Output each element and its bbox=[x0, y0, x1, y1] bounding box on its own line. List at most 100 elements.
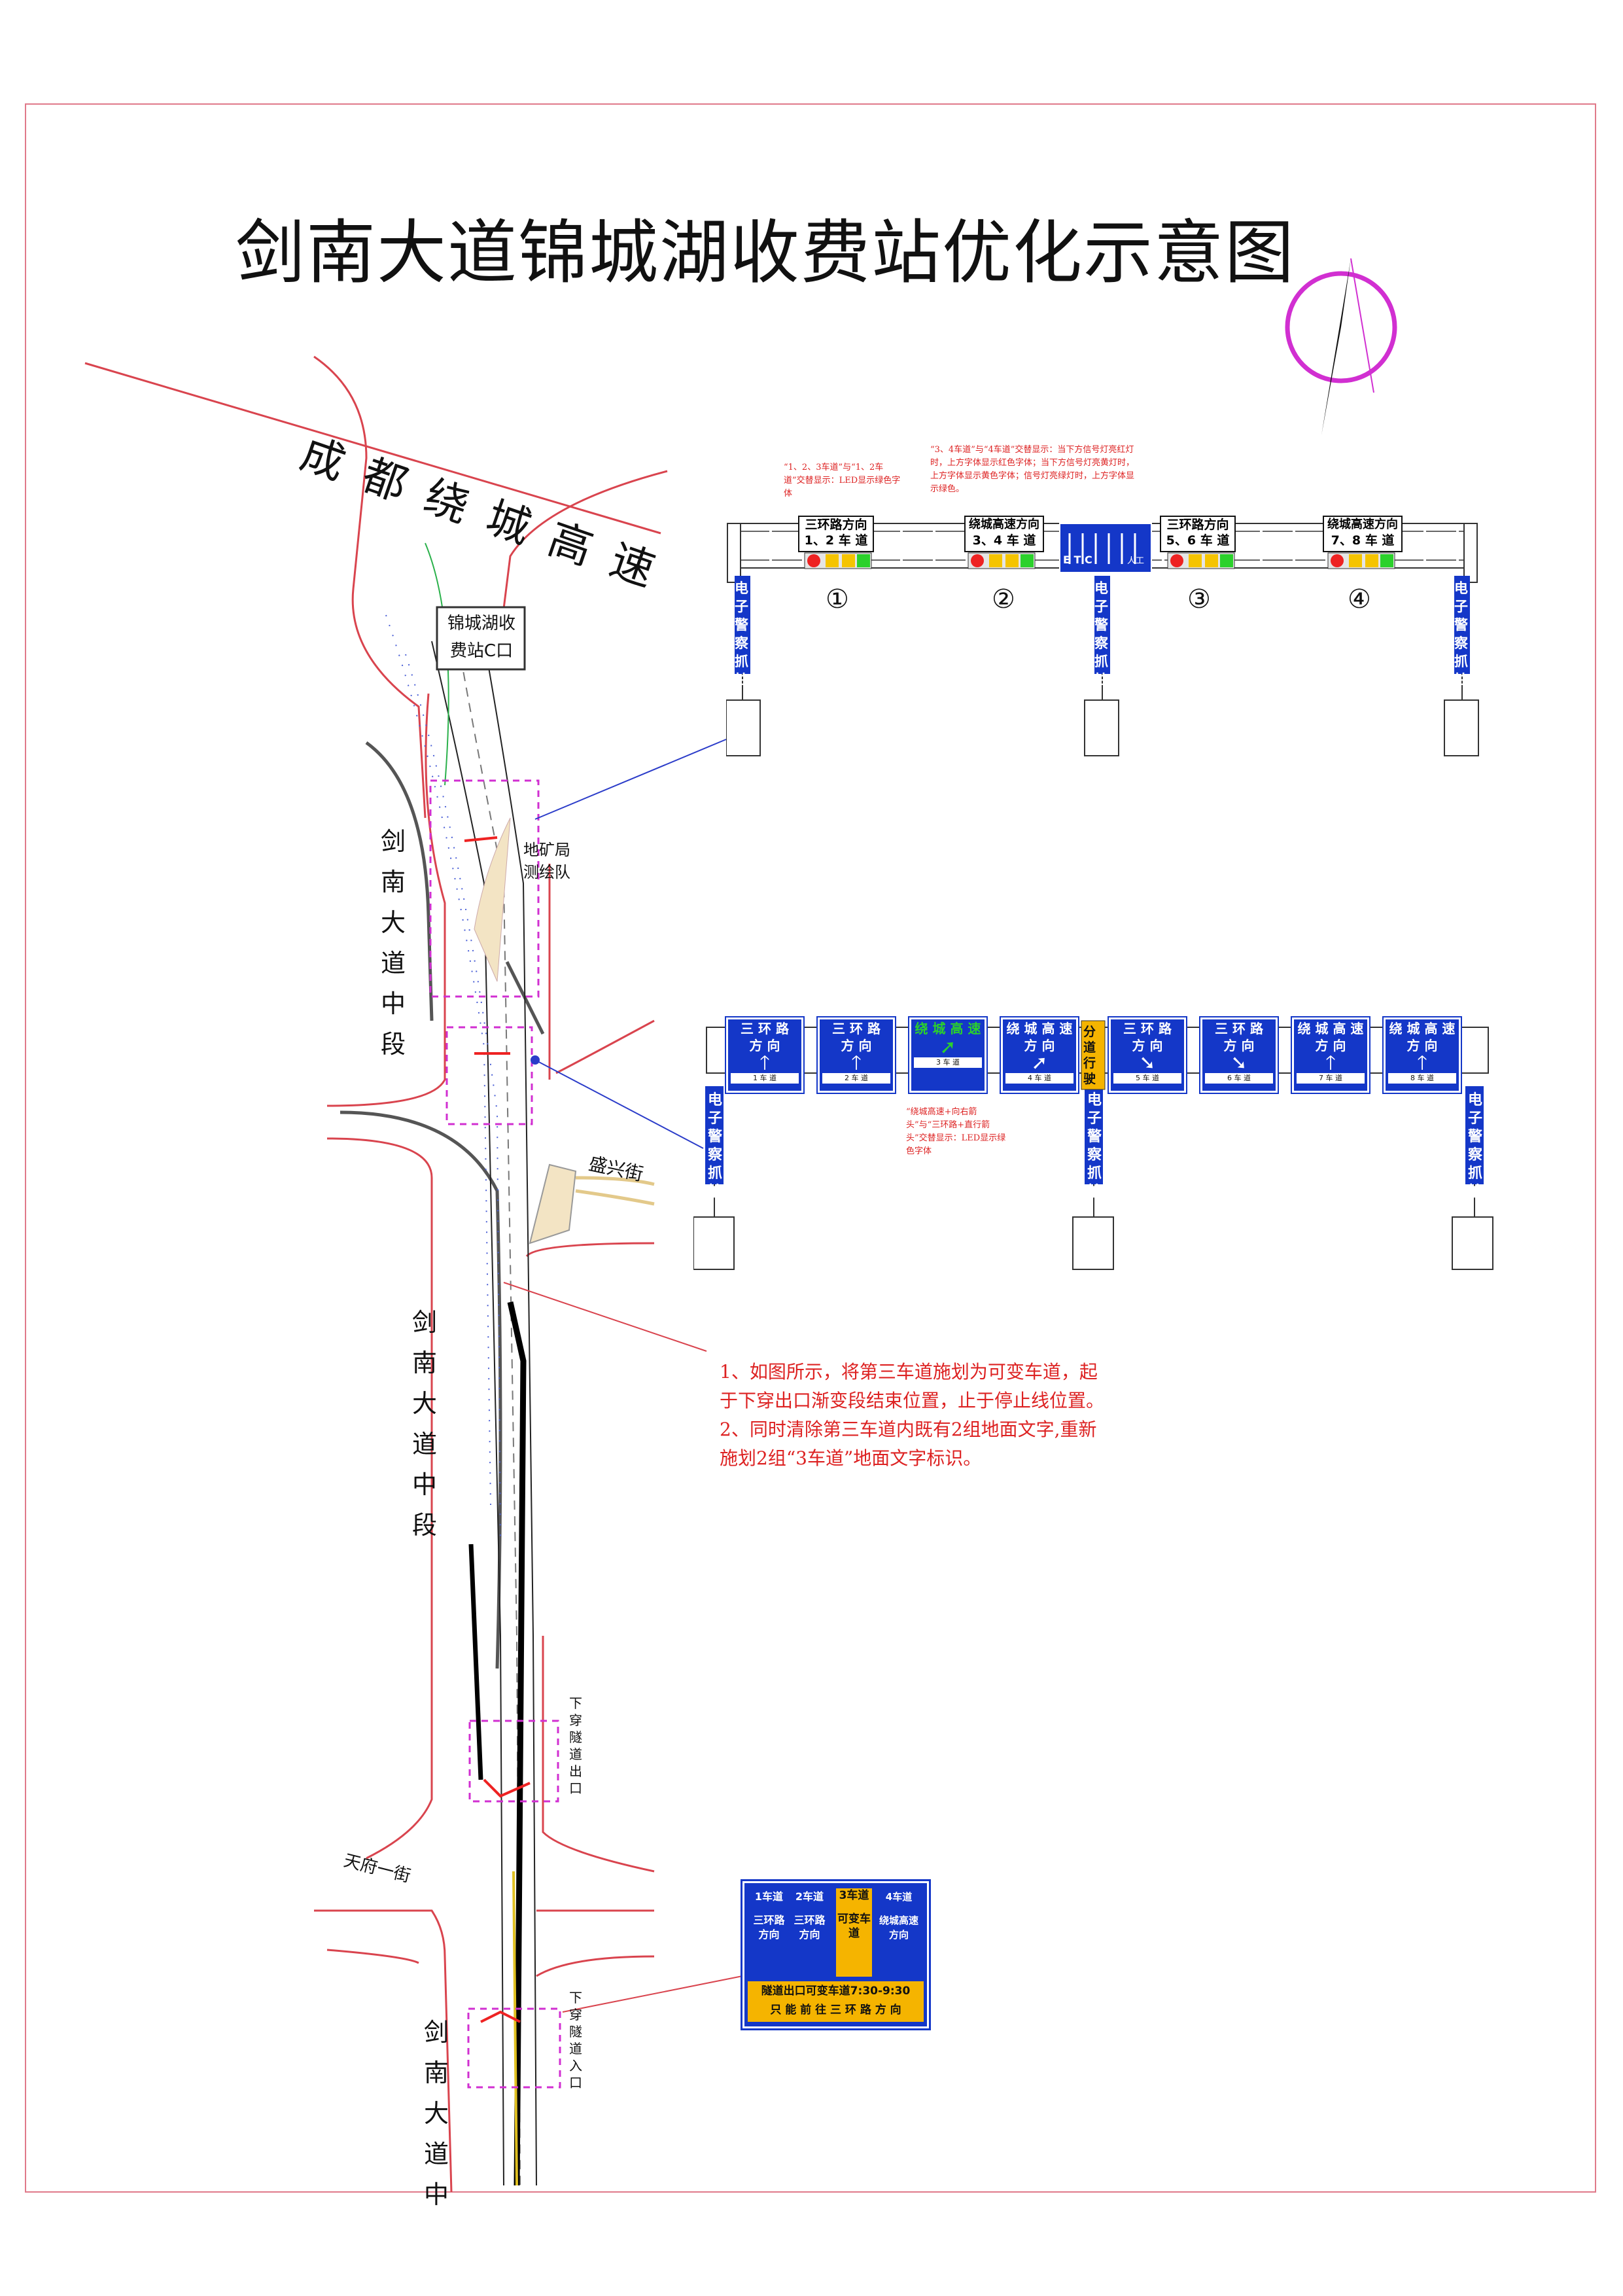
sign-lane: 2 车 道 bbox=[822, 1073, 890, 1084]
left-arrow-icon: ➘ bbox=[1230, 1051, 1248, 1074]
gantry1-note-b: “3、4车道”与“4车道”交替显示：当下方信号灯亮红灯时，上方字体显示红色字体；… bbox=[930, 445, 1135, 494]
sign-direction: 三 环 路 bbox=[1123, 1021, 1172, 1036]
sign-direction-2: 方 向 bbox=[1132, 1038, 1163, 1053]
sign-lane: 8 车 道 bbox=[1388, 1073, 1456, 1084]
sign-lanes: 1、2 车 道 bbox=[804, 533, 868, 548]
sign-direction: 绕城高速方向 bbox=[969, 518, 1039, 531]
sign-direction: 绕 城 高 速 bbox=[1006, 1021, 1073, 1036]
overhead-lane-sign: 绕 城 高 速 方 向 🡑 7 车 道 bbox=[1291, 1016, 1370, 1094]
sign-lane: 5 车 道 bbox=[1113, 1073, 1181, 1084]
sign-direction: 绕 城 高 速 bbox=[1389, 1021, 1456, 1036]
sign-direction-2: 方 向 bbox=[841, 1038, 872, 1053]
camera-label: 电子警察抓拍 bbox=[1087, 1092, 1102, 1200]
left-arrow-icon: ➘ bbox=[1139, 1051, 1156, 1074]
tunnel-exit-label: 下穿隧道出口 bbox=[569, 1695, 582, 1796]
instruction-line: 施划2组“3车道”地面文字标识。 bbox=[720, 1447, 982, 1469]
overhead-lane-sign: 绕 城 高 速 方 向 🡑 8 车 道 bbox=[1382, 1016, 1462, 1094]
overhead-lane-sign: 三 环 路 方 向 ➘ 6 车 道 bbox=[1199, 1016, 1279, 1094]
variable-lane-sign: 1车道 三环路方向 2车道 三环路方向 3车道 可变车道 4车道 绕城高速方向 … bbox=[741, 1879, 931, 2030]
lane-direction: 绕城高速方向 bbox=[879, 1915, 918, 1941]
straight-arrow-icon: 🡑 bbox=[1325, 1051, 1336, 1074]
gantry1-sign-3: 三环路方向 5、6 车 道 bbox=[1160, 516, 1236, 552]
sign-direction: 绕 城 高 速 bbox=[915, 1021, 981, 1036]
lane-number: 3车道 bbox=[839, 1889, 869, 1902]
camera-label: 电子警察抓拍 bbox=[1094, 580, 1108, 688]
instructions: 1、如图所示，将第三车道施划为可变车道，起 于下穿出口渐变段结束位置，止于停止线… bbox=[720, 1358, 1125, 1473]
straight-arrow-icon: 🡑 bbox=[759, 1051, 770, 1074]
sign-lanes: 7、8 车 道 bbox=[1331, 533, 1395, 548]
sign-lanes: 3、4 车 道 bbox=[972, 533, 1036, 548]
lane-number-3: ③ bbox=[1187, 584, 1211, 614]
jiannan-road-label-2: 剑南大道中段 bbox=[412, 1308, 438, 1540]
sign-restriction-text: 只 能 前 往 三 环 路 方 向 bbox=[770, 2004, 901, 2017]
sign-direction: 绕城高速方向 bbox=[1327, 518, 1398, 531]
sign-lane: 6 车 道 bbox=[1205, 1073, 1273, 1084]
gantry2-note: “绕城高速+向右箭头”与“三环路+直行箭头”交替显示：LED显示绿色字体 bbox=[906, 1107, 1006, 1156]
lane-number-1: ① bbox=[826, 584, 849, 614]
straight-arrow-icon: 🡑 bbox=[851, 1051, 862, 1074]
road-edges bbox=[84, 355, 668, 2193]
straight-arrow-icon: 🡑 bbox=[1417, 1051, 1427, 1074]
sign-direction: 三环路方向 bbox=[1166, 518, 1229, 532]
sign-direction: 三 环 路 bbox=[1215, 1021, 1263, 1036]
overhead-lane-sign: 三 环 路 方 向 ➘ 5 车 道 bbox=[1108, 1016, 1187, 1094]
lane-column: 4车道 绕城高速方向 bbox=[879, 1890, 919, 1975]
toll-station-box bbox=[436, 606, 526, 671]
gantry1-sign-2: 绕城高速方向 3、4 车 道 bbox=[964, 516, 1044, 552]
sign-direction: 绕 城 高 速 bbox=[1297, 1021, 1364, 1036]
overhead-lane-sign: 三 环 路 方 向 🡑 1 车 道 bbox=[725, 1016, 805, 1094]
main-road bbox=[425, 542, 655, 2186]
sign-direction: 三 环 路 bbox=[741, 1021, 789, 1036]
signal-lights bbox=[804, 552, 1395, 569]
sign-time-banner: 隧道出口可变车道7:30-9:30 只 能 前 往 三 环 路 方 向 bbox=[748, 1981, 924, 2022]
overhead-lane-sign-variable: 绕 城 高 速 ➚ 3 车 道 bbox=[908, 1016, 988, 1094]
zone-marks bbox=[464, 836, 531, 2023]
sign-lane: 4 车 道 bbox=[1005, 1073, 1073, 1084]
camera-label: 电子警察抓拍 bbox=[708, 1092, 723, 1200]
leader-lines bbox=[503, 739, 743, 2013]
lane-direction: 三环路方向 bbox=[794, 1914, 826, 1941]
side-roads bbox=[340, 741, 545, 1669]
sign-direction: 三环路方向 bbox=[805, 518, 867, 532]
lane-column-variable: 3车道 可变车道 bbox=[836, 1888, 872, 1977]
overhead-lane-sign: 绕 城 高 速 方 向 ➚ 4 车 道 bbox=[1000, 1016, 1079, 1094]
camera-label: 电子警察抓拍 bbox=[1468, 1092, 1483, 1200]
right-arrow-icon: ➚ bbox=[939, 1036, 956, 1059]
sign-direction-2: 方 向 bbox=[1223, 1038, 1255, 1053]
lane-number: 4车道 bbox=[885, 1891, 913, 1903]
zone-boxes bbox=[429, 779, 561, 2089]
lane-divider-sign: 分道行驶 bbox=[1083, 1025, 1096, 1086]
jiannan-road-label-3: 剑南大道中 bbox=[424, 2018, 449, 2209]
lane-column: 2车道 三环路方向 bbox=[792, 1890, 828, 1975]
gantry2-signs: 三 环 路 方 向 🡑 1 车 道 三 环 路 方 向 🡑 2 车 道 绕 城 … bbox=[725, 1016, 1462, 1094]
sign-lanes: 5、6 车 道 bbox=[1166, 533, 1230, 548]
drawing-border bbox=[25, 103, 1596, 2193]
sign-direction-2: 方 向 bbox=[1406, 1038, 1438, 1053]
instruction-line: 1、如图所示，将第三车道施划为可变车道，起 bbox=[720, 1361, 1098, 1383]
lane-direction: 三环路方向 bbox=[753, 1914, 785, 1941]
lane-number-2: ② bbox=[992, 584, 1015, 614]
page-title: 剑南大道锦城湖收费站优化示意图 bbox=[236, 213, 1295, 293]
gantry1-sign-1: 三环路方向 1、2 车 道 bbox=[798, 516, 874, 552]
instruction-line: 2、同时清除第三车道内既有2组地面文字,重新 bbox=[720, 1419, 1097, 1440]
sign-direction-2: 方 向 bbox=[1024, 1038, 1055, 1053]
sign-time-text: 隧道出口可变车道7:30-9:30 bbox=[761, 1985, 911, 1998]
lane-column: 1车道 三环路方向 bbox=[751, 1890, 787, 1975]
lane-number: 1车道 bbox=[754, 1890, 784, 1903]
lane-number-4: ④ bbox=[1348, 584, 1371, 614]
lane-dots bbox=[385, 614, 501, 1545]
sign-direction: 三 环 路 bbox=[832, 1021, 881, 1036]
lane-number: 2车道 bbox=[795, 1890, 824, 1903]
survey-label: 地矿局测绘队 bbox=[523, 841, 570, 881]
sign-lane: 1 车 道 bbox=[731, 1073, 799, 1084]
sign-direction-2: 方 向 bbox=[1315, 1038, 1346, 1053]
toll-station-label: 锦城湖收费站C口 bbox=[447, 614, 515, 661]
manual-lane-label: 人工 bbox=[1127, 556, 1145, 566]
tunnel-entry-label: 下穿隧道入口 bbox=[569, 1990, 582, 2091]
gantry-2 bbox=[693, 1020, 1493, 1270]
etc-label: E T C bbox=[1063, 554, 1092, 566]
lane-direction: 可变车道 bbox=[837, 1913, 871, 1940]
sign-lane: 7 车 道 bbox=[1297, 1073, 1365, 1084]
overhead-lane-sign: 三 环 路 方 向 🡑 2 车 道 bbox=[816, 1016, 896, 1094]
sign-lane: 3 车 道 bbox=[914, 1057, 982, 1068]
